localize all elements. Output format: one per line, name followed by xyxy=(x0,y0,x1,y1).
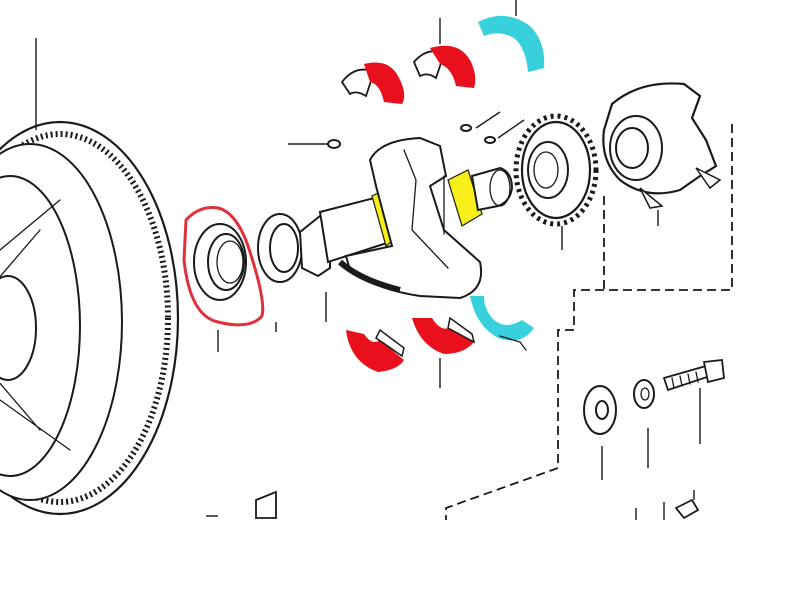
thrust-bearing-shell-upper xyxy=(478,0,545,72)
seal-carrier xyxy=(257,213,303,332)
partial-parts-bottom xyxy=(206,490,700,520)
journal-highlight-right xyxy=(447,169,483,227)
main-bearing-shell-upper-left xyxy=(340,62,405,104)
bolt xyxy=(662,359,725,444)
timing-gear xyxy=(513,113,599,250)
vibration-damper-hub xyxy=(602,82,722,226)
thrust-bearing-shell-lower xyxy=(470,296,534,351)
flywheel xyxy=(0,38,180,516)
washer xyxy=(583,385,617,480)
main-bearing-shell-lower-mid xyxy=(412,316,476,388)
crankshaft xyxy=(298,136,514,322)
main-bearing-shell-upper-mid xyxy=(412,18,476,88)
seal-highlight-circle xyxy=(182,206,265,327)
dowel-pins xyxy=(288,111,525,149)
assembly-guide-lines xyxy=(445,124,733,520)
rear-main-seal xyxy=(182,206,265,352)
lock-washer xyxy=(633,379,655,468)
main-bearing-shell-lower-left xyxy=(346,328,405,372)
